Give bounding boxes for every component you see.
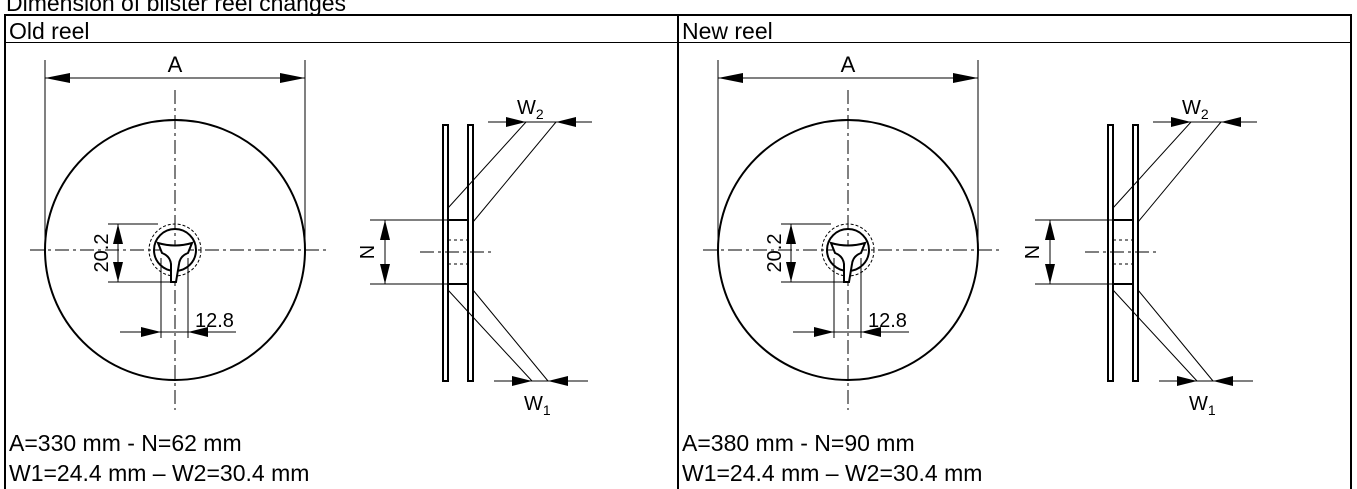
- dim-n-arrow-bottom: [1045, 264, 1055, 284]
- dim-a-arrow-right: [280, 73, 305, 83]
- dim-12-8-label: 12.8: [195, 310, 234, 332]
- table-border-right: [1350, 14, 1352, 489]
- dim-w2-leader-2: [1137, 121, 1222, 223]
- dim-w2-leader-1: [447, 121, 527, 209]
- dim-w2-label: W2: [1182, 97, 1209, 122]
- dim-w2-label: W2: [517, 97, 544, 122]
- dim-20-2-arrow-bottom: [113, 262, 123, 282]
- dim-12-8-arrow-right: [188, 327, 208, 337]
- dim-n-arrow-bottom: [380, 264, 390, 284]
- dim-w2-leader-1: [1112, 121, 1192, 209]
- dim-a-label: A: [841, 52, 856, 77]
- dim-w2-leader-2: [472, 121, 557, 223]
- dim-12-8-arrow-right: [861, 327, 881, 337]
- dim-w1-label: W1: [1189, 393, 1216, 418]
- new-reel-spec-line-2: W1=24.4 mm – W2=30.4 mm: [682, 460, 983, 486]
- column-header-old-reel: Old reel: [9, 18, 90, 44]
- dim-12-8-arrow-left: [141, 327, 161, 337]
- table-caption: Dimension of blister reel changes: [6, 0, 347, 16]
- dim-w2-arrow-left: [1171, 117, 1191, 127]
- dim-20-2-arrow-top: [113, 224, 123, 244]
- side-flange-left: [1107, 124, 1114, 382]
- dim-w2-arrow-right: [1221, 117, 1241, 127]
- dim-a-arrow-right: [953, 73, 978, 83]
- dim-w2-arrow-left: [506, 117, 526, 127]
- hub-trilobe: [829, 241, 867, 283]
- dim-w1-leader-2: [472, 289, 549, 382]
- dim-n-arrow-top: [1045, 220, 1055, 240]
- dim-w1-arrow-right: [548, 376, 568, 386]
- dim-n-label: N: [357, 245, 379, 259]
- dim-w1-label: W1: [524, 393, 551, 418]
- reel-comparison-table: [4, 14, 1352, 489]
- hub-trilobe: [156, 241, 194, 283]
- new-reel-spec-line-1: A=380 mm - N=90 mm: [682, 430, 915, 456]
- dim-a-label: A: [168, 52, 183, 77]
- dim-n-label: N: [1022, 245, 1044, 259]
- dim-20-2-label: 20.2: [764, 234, 786, 273]
- side-flange-left: [442, 124, 449, 382]
- table-column-divider: [677, 14, 679, 489]
- table-border-left: [4, 14, 6, 489]
- old-reel-spec-line-2: W1=24.4 mm – W2=30.4 mm: [9, 460, 310, 486]
- dim-n-arrow-top: [380, 220, 390, 240]
- side-flange-right: [1132, 124, 1139, 382]
- dim-20-2-arrow-top: [786, 224, 796, 244]
- new-reel-drawing: A 20.2 12.8 N W2 W1: [703, 52, 1257, 418]
- dim-w1-arrow-left: [512, 376, 532, 386]
- dim-20-2-arrow-bottom: [786, 262, 796, 282]
- dim-w1-arrow-right: [1213, 376, 1233, 386]
- dim-w1-arrow-left: [1177, 376, 1197, 386]
- side-flange-right: [467, 124, 474, 382]
- dim-20-2-label: 20.2: [91, 234, 113, 273]
- column-header-new-reel: New reel: [682, 18, 773, 44]
- dim-w1-leader-1: [1112, 289, 1198, 382]
- dim-12-8-arrow-left: [814, 327, 834, 337]
- dim-w1-leader-2: [1137, 289, 1214, 382]
- dim-w2-arrow-right: [556, 117, 576, 127]
- dim-w1-leader-1: [447, 289, 533, 382]
- old-reel-spec-line-1: A=330 mm - N=62 mm: [9, 430, 242, 456]
- dim-12-8-label: 12.8: [868, 310, 907, 332]
- dim-a-arrow-left: [718, 73, 743, 83]
- dim-a-arrow-left: [45, 73, 70, 83]
